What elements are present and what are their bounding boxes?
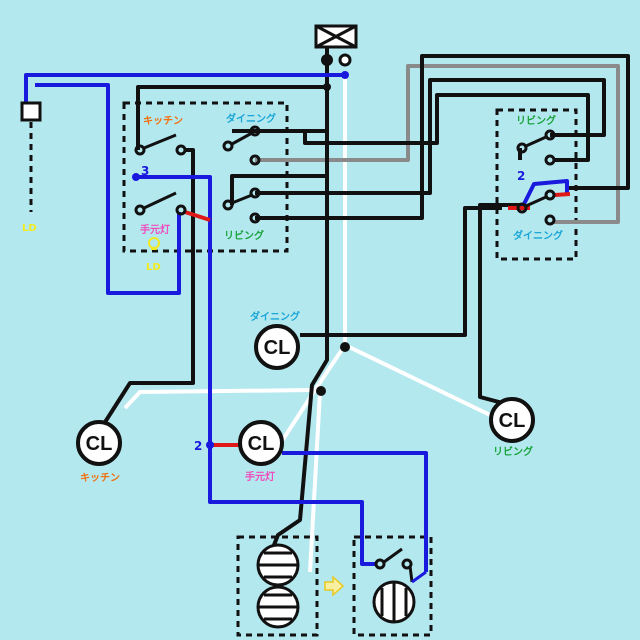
ceiling-light-dining: CL <box>254 324 300 370</box>
lamp-icon <box>256 543 300 587</box>
dining-3way-switch-right <box>516 189 556 226</box>
cl-label: CL <box>499 410 526 432</box>
black-wire-traveler-1 <box>255 78 606 195</box>
blue-wire-switch-2 <box>520 179 569 209</box>
label-dining-switch: ダイニング <box>226 112 276 125</box>
breaker-box-icon <box>314 24 358 49</box>
ld-fixture-icon <box>20 101 42 122</box>
blue-wire-lamp-return <box>282 451 428 572</box>
label-dining-cl: ダイニング <box>250 310 300 323</box>
white-wire-to-lamp <box>308 391 322 573</box>
lamp-box-link-wire <box>408 565 414 583</box>
red-wire-right-switch-right <box>554 192 571 197</box>
cl-label: CL <box>248 433 275 455</box>
junction-dot-blue <box>206 441 214 449</box>
lamp-icon <box>148 237 160 250</box>
junction-dot <box>323 83 331 91</box>
black-wire-dining-cl <box>255 93 590 162</box>
black-wire-dining-feed <box>300 206 502 337</box>
label-living-switch: リビング <box>224 229 264 242</box>
label-teto-switch: 手元灯 <box>140 223 170 236</box>
label-living-cl: リビング <box>493 445 533 458</box>
blue-wire-switch-3 <box>136 175 212 445</box>
black-wire-common-bus <box>136 85 327 150</box>
label-teto-cl: 手元灯 <box>245 470 275 483</box>
junction-dot <box>316 386 326 396</box>
label-kitchen-switch: キッチン <box>143 115 183 127</box>
lamp-box-right <box>352 535 433 637</box>
wire-count-3: 3 <box>141 164 149 178</box>
label-dining-right: ダイニング <box>513 229 563 242</box>
dining-3way-switch <box>222 125 261 166</box>
wire-count-2-right: 2 <box>517 169 525 183</box>
lamp-icon <box>256 585 300 629</box>
neutral-terminal <box>338 53 352 67</box>
white-wire-to-kitchen <box>123 343 347 410</box>
junction-dot <box>321 54 333 66</box>
blue-wire-ld <box>24 73 345 103</box>
lamp-box-blue-drop <box>411 570 427 584</box>
label-ld-switch: LD <box>146 262 161 273</box>
teto-switch <box>134 191 187 216</box>
black-wire-kitchen-cl <box>98 148 195 432</box>
blue-wire-ld-return <box>35 83 181 295</box>
cl-label: CL <box>264 337 291 359</box>
ceiling-light-kitchen: CL <box>76 420 122 466</box>
white-wire-to-living <box>344 343 491 417</box>
kitchen-switch <box>134 133 187 156</box>
gray-wire-dining-traveler <box>255 64 620 224</box>
cl-label: CL <box>86 433 113 455</box>
ceiling-light-teto: CL <box>238 420 284 466</box>
black-wire-living-common <box>230 174 327 205</box>
junction-dot-blue <box>341 71 349 79</box>
right-arrow-icon <box>324 575 345 597</box>
label-ld: LD <box>22 223 37 234</box>
switch-box-right <box>495 108 578 261</box>
blue-wire-teto-feed <box>208 445 376 566</box>
lamp-switch <box>374 547 413 570</box>
label-kitchen-cl: キッチン <box>80 472 120 484</box>
label-living-right: リビング <box>516 114 556 127</box>
junction-dot <box>340 342 350 352</box>
living-3way-switch <box>222 187 261 224</box>
black-wire-traveler-2 <box>255 54 630 220</box>
lamp-icon <box>372 580 416 624</box>
junction-dot-blue <box>132 173 140 181</box>
black-wire-living-cl <box>478 203 522 407</box>
ceiling-light-living: CL <box>489 397 535 443</box>
wire-count-2-teto: 2 <box>194 439 202 453</box>
black-wire-source <box>266 48 329 561</box>
red-wire-kitchen-switch <box>184 210 211 222</box>
living-3way-switch-right <box>516 129 556 166</box>
